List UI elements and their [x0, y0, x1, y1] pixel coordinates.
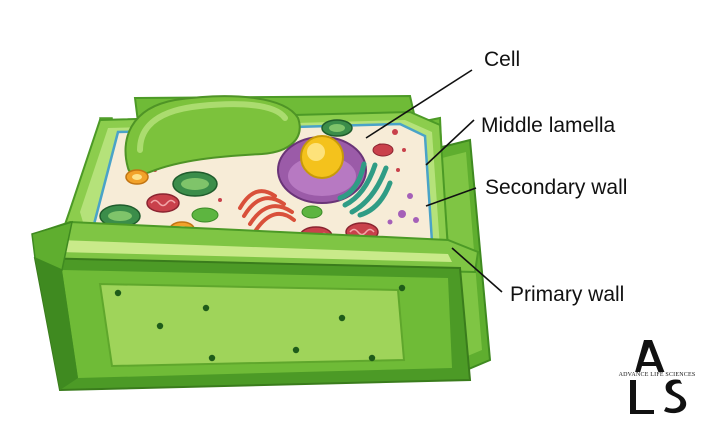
leader-line-cell — [365, 69, 473, 139]
vacuole — [124, 95, 301, 176]
chloroplast — [99, 119, 353, 228]
leader-line-middle-lamella — [425, 119, 475, 166]
leader-line-primary-wall — [451, 247, 503, 293]
leader-line-secondary-wall — [425, 187, 477, 207]
label-primary-wall: Primary wall — [510, 283, 625, 306]
endoplasmic-reticulum — [337, 161, 393, 218]
vesicles — [153, 129, 419, 225]
logo-subtitle: ADVANCE LIFE SCIENCES — [607, 372, 707, 378]
plasmodesmata — [114, 284, 406, 362]
leader-lines — [365, 69, 503, 293]
label-cell: Cell — [484, 48, 521, 71]
small-plastids — [191, 205, 323, 223]
label-secondary-wall: Secondary wall — [485, 176, 628, 199]
als-logo — [630, 340, 687, 414]
golgi-apparatus — [238, 189, 296, 232]
nucleus — [277, 135, 367, 204]
label-middle-lamella: Middle lamella — [481, 114, 616, 137]
cell-wall-front — [31, 220, 480, 392]
